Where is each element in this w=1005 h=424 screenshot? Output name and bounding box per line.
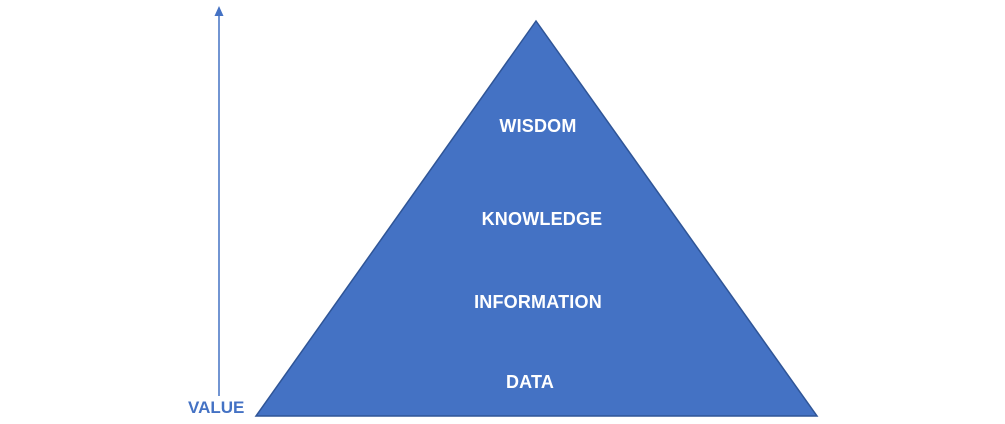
pyramid-layer-wisdom: WISDOM	[499, 116, 577, 136]
pyramid-triangle	[254, 19, 819, 417]
pyramid-layer-knowledge: KNOWLEDGE	[481, 209, 603, 229]
value-axis-label: VALUE	[188, 398, 245, 417]
value-axis-arrowhead	[214, 6, 224, 16]
pyramid-layer-information: INFORMATION	[474, 292, 602, 312]
pyramid-layer-data: DATA	[505, 372, 555, 392]
